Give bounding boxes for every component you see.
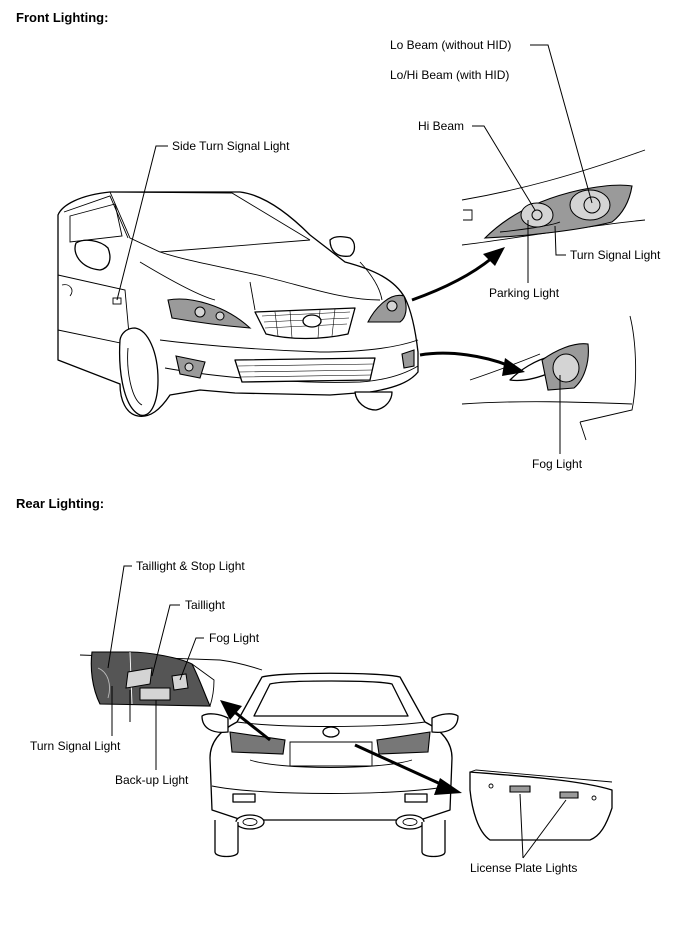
license-lamp-right [559, 791, 579, 799]
rear-car-illustration [201, 672, 459, 858]
front-right-fog-lamp [401, 349, 415, 369]
license-lamp-left [509, 785, 531, 793]
license-plate-detail-arrow [354, 743, 462, 795]
front-lighting-title: Front Lighting: [16, 10, 108, 25]
label-turn-signal-front: Turn Signal Light [570, 248, 661, 262]
label-hi-beam: Hi Beam [418, 119, 464, 133]
front-left-headlamp [167, 298, 252, 329]
label-side-turn-signal: Side Turn Signal Light [172, 139, 290, 153]
backup-lamp-lens [139, 687, 171, 701]
rear-lighting-title: Rear Lighting: [16, 496, 104, 511]
label-taillight: Taillight [185, 598, 226, 612]
headlamp-detail-arrow [411, 247, 505, 302]
label-lohi-beam: Lo/Hi Beam (with HID) [390, 68, 509, 82]
lower-grille [234, 357, 376, 383]
headlamp-detail-illustration [461, 149, 646, 246]
rear-right-tail-lamp [376, 731, 431, 755]
label-fog-light-front: Fog Light [532, 457, 583, 471]
label-taillight-stop: Taillight & Stop Light [136, 559, 245, 573]
fog-lamp-detail-illustration [461, 315, 637, 441]
tail-lamp-detail-illustration [79, 651, 263, 707]
headlamp-assembly [483, 184, 633, 239]
label-parking-light: Parking Light [489, 286, 560, 300]
label-lo-beam: Lo Beam (without HID) [390, 38, 511, 52]
front-grille [254, 307, 356, 340]
label-turn-signal-rear: Turn Signal Light [30, 739, 121, 753]
fog-lamp-detail-arrow [419, 351, 525, 376]
license-plate-detail-illustration [469, 769, 613, 841]
right-exhaust [395, 814, 425, 830]
front-car-illustration [57, 191, 419, 417]
label-license-plate-lights: License Plate Lights [470, 861, 577, 875]
left-exhaust [235, 814, 265, 830]
front-right-headlamp [367, 294, 407, 323]
label-backup-light: Back-up Light [115, 773, 189, 787]
label-fog-light-rear: Fog Light [209, 631, 260, 645]
tail-lamp-detail-arrow [220, 700, 271, 742]
